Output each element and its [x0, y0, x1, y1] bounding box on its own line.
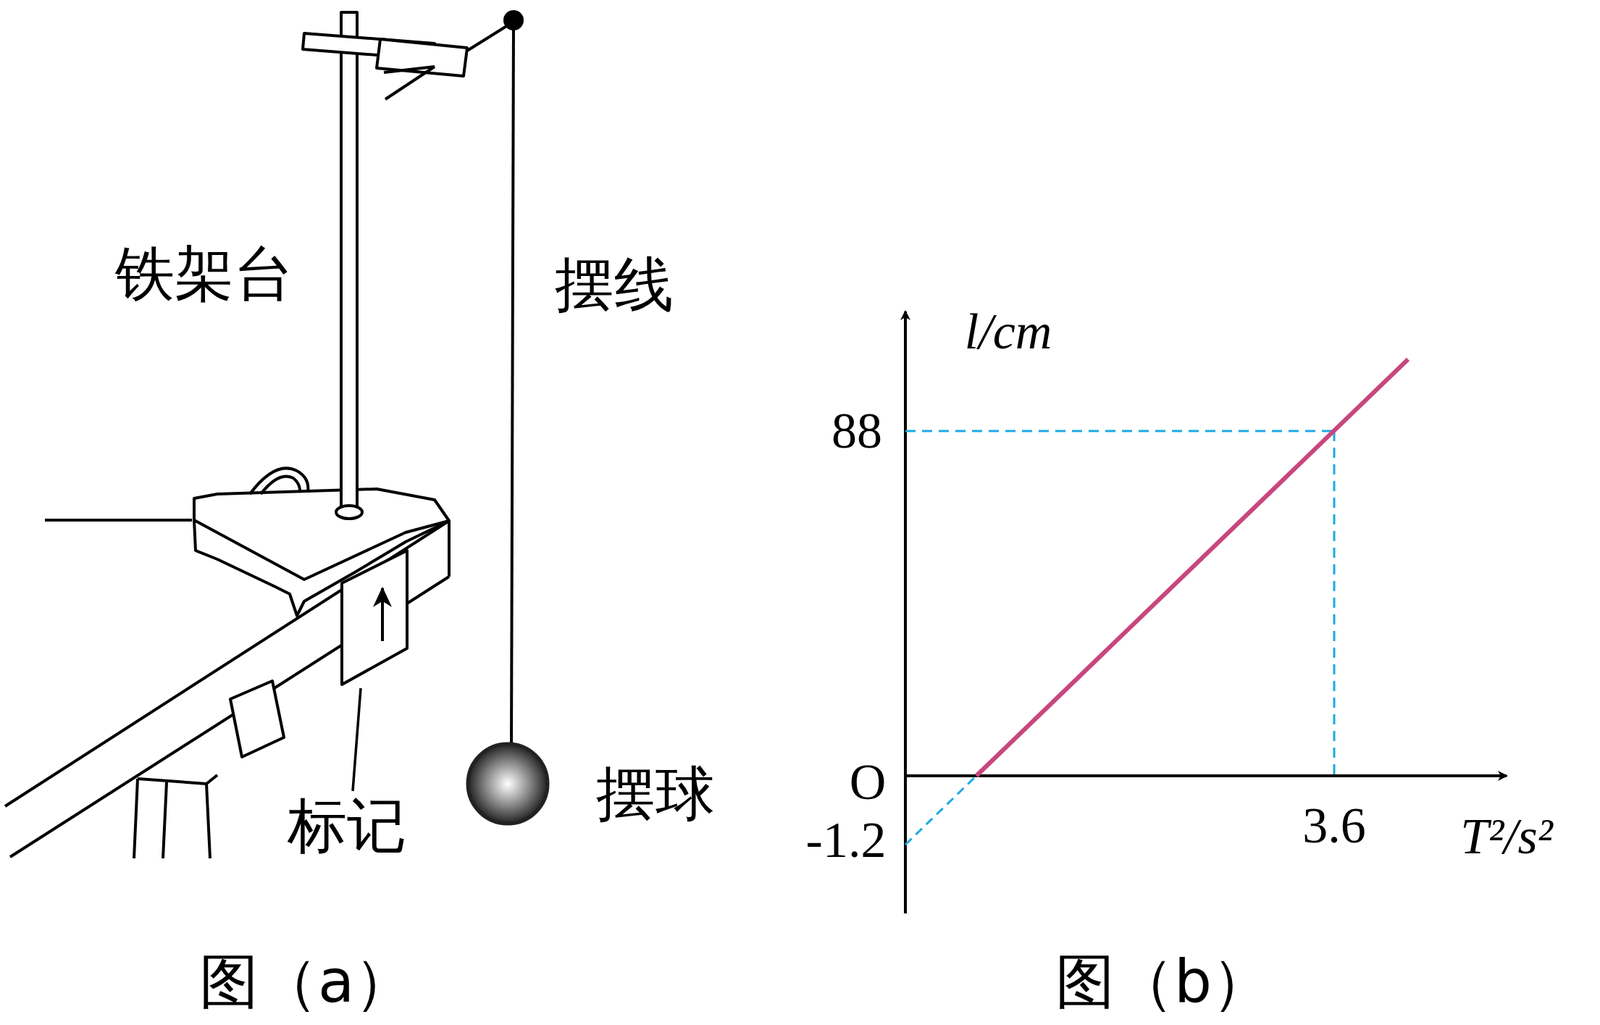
- part-label: 摆球: [596, 764, 715, 824]
- figure-caption: 图（b）: [1055, 951, 1272, 1012]
- part-label: 标记: [287, 796, 407, 856]
- tick-label: 3.6: [1302, 800, 1367, 852]
- tick-label: -1.2: [806, 814, 887, 866]
- part-label: 铁架台: [115, 244, 294, 304]
- axis-label: l/cm: [964, 306, 1053, 358]
- origin-label: O: [849, 756, 887, 808]
- graph: [905, 311, 1507, 914]
- part-label: 摆线: [554, 254, 674, 315]
- axis-label: T²/s²: [1460, 811, 1553, 862]
- figure-caption: 图（a）: [199, 951, 414, 1012]
- tick-label: 88: [831, 405, 883, 457]
- apparatus: [5, 10, 548, 859]
